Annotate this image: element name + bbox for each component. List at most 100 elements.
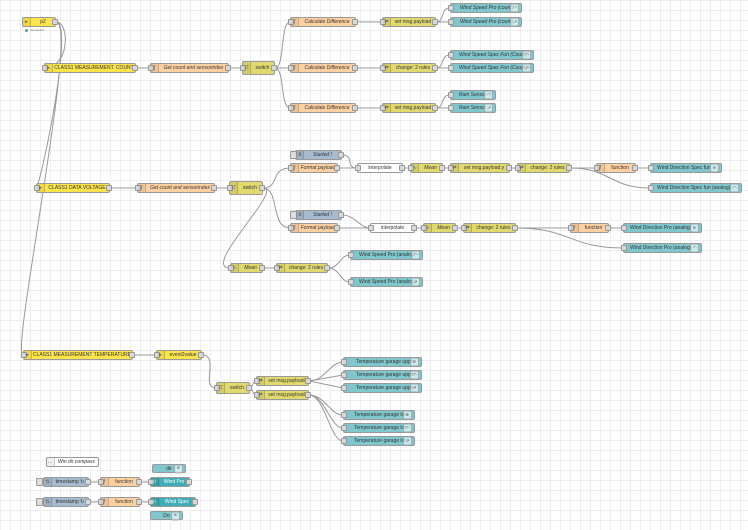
input-port[interactable] [448, 92, 454, 98]
function-node[interactable]: ƒ function [98, 497, 142, 507]
event2value-node[interactable]: ▸ event2value [154, 350, 204, 360]
inject-timestamp-node[interactable]: ⇅ timestamp ↻ [36, 477, 91, 487]
set-payload-node[interactable]: ⇄ set msg.payload.y [448, 163, 512, 173]
dashboard-chart-node[interactable]: Wind Speed Pro (analog) ↗ [348, 277, 423, 287]
inject-timestamp-node[interactable]: ⇅ timestamp ↻ [36, 497, 91, 507]
switch-node[interactable]: ⤮ switch [227, 181, 265, 195]
inject-button-icon[interactable] [290, 151, 297, 159]
output-port[interactable] [305, 392, 311, 398]
input-port[interactable] [135, 185, 141, 191]
input-port[interactable] [254, 378, 260, 384]
set-payload-node[interactable]: ⇄ set msg.payload [254, 376, 311, 386]
output-port[interactable] [211, 185, 217, 191]
wind-pro-node[interactable]: ‹› Wind Pro [148, 477, 192, 487]
input-port[interactable] [288, 19, 294, 25]
output-port[interactable] [334, 165, 340, 171]
output-port[interactable] [506, 165, 512, 171]
input-port[interactable] [148, 499, 154, 505]
input-port[interactable] [380, 19, 386, 25]
output-port[interactable] [132, 65, 138, 71]
class1-temperature-node[interactable]: ▸ CLASS1 MEASUREMENT TEMPERATURE [21, 350, 135, 360]
interpolate-node[interactable]: interpolate [355, 163, 405, 173]
function-node[interactable]: ƒ function [594, 163, 638, 173]
inject-button-icon[interactable] [36, 478, 43, 486]
dashboard-gauge-node[interactable]: Wind Direction Pro (analog) ◠ [621, 243, 702, 253]
input-port[interactable] [21, 352, 27, 358]
input-port[interactable] [42, 65, 48, 71]
input-port[interactable] [621, 225, 627, 231]
dashboard-text-node[interactable]: dir ≡ [152, 464, 186, 473]
switch-node[interactable]: ⤮ switch [214, 382, 252, 394]
output-port[interactable] [439, 165, 445, 171]
input-port[interactable] [448, 105, 454, 111]
get-count-function-node[interactable]: ƒ Get count and sensorindex [135, 183, 217, 193]
output-port[interactable] [246, 385, 252, 391]
output-port[interactable] [324, 265, 330, 271]
output-port[interactable] [136, 499, 142, 505]
function-node[interactable]: ƒ function [568, 223, 611, 233]
calculate-difference-node[interactable]: ƒ Calculate Difference [288, 63, 358, 73]
dashboard-gauge-node[interactable]: Temperature garage low ◠ [341, 423, 415, 433]
dashboard-text-node[interactable]: Wind Direction Pro (analog) ≡ [621, 223, 702, 233]
input-port[interactable] [421, 225, 427, 231]
dashboard-text-node[interactable]: Temperature garage upper ≡ [341, 357, 422, 367]
input-port[interactable] [274, 265, 280, 271]
calculate-difference-node[interactable]: ƒ Calculate Difference [288, 103, 358, 113]
output-port[interactable] [452, 225, 458, 231]
dashboard-text-node[interactable]: Temperature garage low ≡ [341, 410, 415, 420]
input-port[interactable] [341, 425, 347, 431]
input-port[interactable] [448, 165, 454, 171]
output-port[interactable] [186, 479, 192, 485]
dashboard-gauge-node[interactable]: Wind Speed Pro (analog) ◠ [348, 250, 423, 260]
change-rules-node[interactable]: ⇄ change: 2 rules [515, 163, 572, 173]
change-rules-node[interactable]: ⇄ change: 2 rules [461, 223, 518, 233]
output-port[interactable] [85, 499, 91, 505]
input-port[interactable] [380, 65, 386, 71]
output-port[interactable] [411, 225, 417, 231]
dashboard-chart-node[interactable]: Temperature garage upper ↗ [341, 383, 422, 393]
input-port[interactable] [34, 185, 40, 191]
output-port[interactable] [305, 378, 311, 384]
input-port[interactable] [228, 265, 234, 271]
switch-node[interactable]: ⤮ switch [240, 61, 277, 75]
dashboard-text-node[interactable]: Wind Direction Spec fun ≡ [648, 163, 722, 173]
input-port[interactable] [448, 5, 454, 11]
input-port[interactable] [288, 65, 294, 71]
input-port[interactable] [98, 479, 104, 485]
inject-button-icon[interactable] [36, 498, 43, 506]
class1-count-node[interactable]: ▸ CLASS1 MEASUREMENT. COUNT [42, 63, 138, 73]
output-port[interactable] [259, 185, 265, 191]
output-port[interactable] [85, 479, 91, 485]
output-port[interactable] [259, 265, 265, 271]
mean-node[interactable]: ∿ Mean [228, 263, 265, 273]
mean-node[interactable]: ∿ Mean [408, 163, 445, 173]
format-payload-node[interactable]: ƒ Format payload [288, 223, 340, 233]
output-port[interactable] [271, 65, 277, 71]
input-port[interactable] [648, 165, 654, 171]
input-port[interactable] [240, 65, 246, 71]
input-port[interactable] [448, 65, 454, 71]
input-port[interactable] [214, 385, 220, 391]
input-port[interactable] [341, 372, 347, 378]
output-port[interactable] [432, 19, 438, 25]
calculate-difference-node[interactable]: ƒ Calculate Difference [288, 17, 358, 27]
output-port[interactable] [352, 105, 358, 111]
dashboard-gauge-node[interactable]: Rain Sensor ◠ [448, 90, 496, 100]
inject-started-node[interactable]: ⇅ Started ! [290, 210, 344, 220]
output-port[interactable] [432, 105, 438, 111]
input-port[interactable] [568, 225, 574, 231]
comment-node[interactable]: … Win dir compass [46, 457, 99, 467]
get-count-function-node[interactable]: ƒ Get count and sensorindex [148, 63, 231, 73]
output-port[interactable] [632, 165, 638, 171]
change-rules-node[interactable]: ⇄ change: 2 rules [380, 63, 438, 73]
output-port[interactable] [338, 212, 344, 218]
output-port[interactable] [334, 225, 340, 231]
input-port[interactable] [621, 245, 627, 251]
output-port[interactable] [192, 499, 198, 505]
inject-started-node[interactable]: ⇅ Started ! [290, 150, 344, 160]
set-payload-node[interactable]: ⇄ set msg.payload [380, 103, 438, 113]
input-port[interactable] [348, 279, 354, 285]
input-port[interactable] [341, 385, 347, 391]
dashboard-chart-node[interactable]: Temperature garage low ↗ [341, 436, 415, 446]
